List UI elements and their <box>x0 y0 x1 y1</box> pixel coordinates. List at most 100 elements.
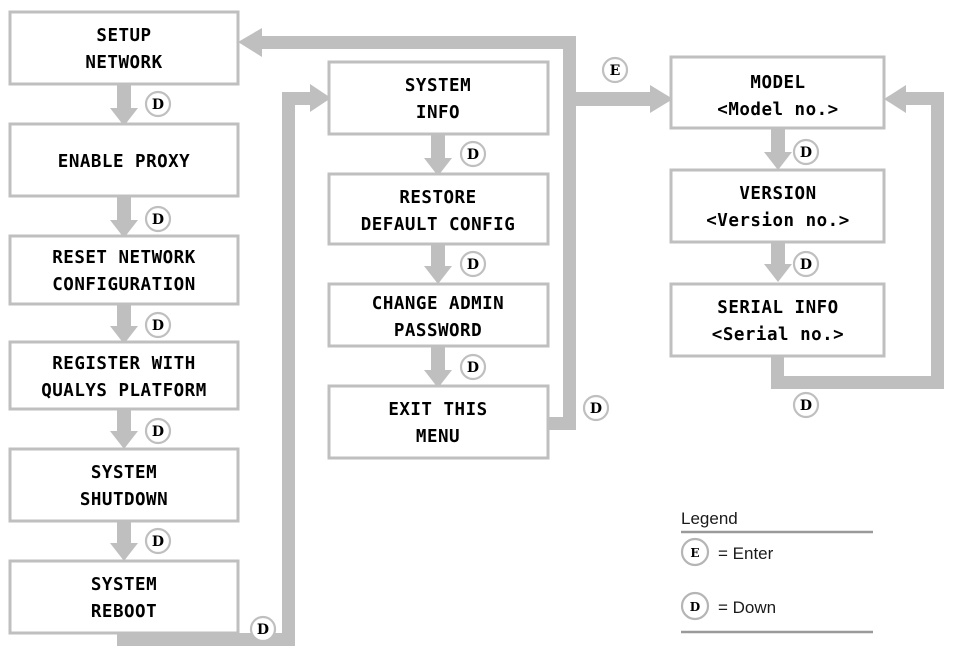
legend-down-key: D <box>690 600 700 614</box>
badge-down-mid-2: D <box>459 250 487 278</box>
box-serial-info[interactable]: SERIAL INFO <Serial no.> <box>669 282 886 358</box>
legend-enter-label: = Enter <box>718 544 774 563</box>
connector-exit-to-setup-network <box>238 28 576 430</box>
box-change-admin-password-rect[interactable] <box>327 282 550 348</box>
box-serial-info-line-1: SERIAL INFO <box>717 298 838 318</box>
connector-serial-to-model <box>771 85 944 389</box>
box-system-shutdown-rect[interactable] <box>8 447 240 523</box>
connector-change-to-exit <box>424 346 452 388</box>
box-reset-network-line-2: CONFIGURATION <box>52 275 195 295</box>
badge-enter: E <box>601 56 629 84</box>
box-system-info[interactable]: SYSTEM INFO <box>327 60 550 136</box>
box-change-admin-password[interactable]: CHANGE ADMIN PASSWORD <box>327 282 550 348</box>
box-setup-network[interactable]: SETUP NETWORK <box>8 10 240 86</box>
box-register-qualys-line-2: QUALYS PLATFORM <box>41 381 207 401</box>
box-serial-info-line-2: <Serial no.> <box>712 325 844 345</box>
box-register-with-qualys-platform[interactable]: REGISTER WITH QUALYS PLATFORM <box>8 340 240 411</box>
connector-shutdown-to-reboot <box>110 521 138 561</box>
box-reset-network-configuration[interactable]: RESET NETWORK CONFIGURATION <box>8 234 240 306</box>
badge-enter-label: E <box>610 63 621 79</box>
box-exit-this-menu[interactable]: EXIT THIS MENU <box>327 384 550 460</box>
box-version[interactable]: VERSION <Version no.> <box>669 168 886 244</box>
connector-version-to-serial <box>764 242 792 282</box>
badge-down-left-5-label: D <box>152 534 164 550</box>
connector-enter-to-model <box>563 85 673 113</box>
box-enable-proxy-line-1: ENABLE PROXY <box>58 152 190 172</box>
connector-model-to-version <box>764 128 792 170</box>
box-system-shutdown-line-1: SYSTEM <box>91 463 157 483</box>
box-enable-proxy-rect[interactable] <box>8 122 240 198</box>
badge-down-right-1: D <box>792 138 820 166</box>
box-system-shutdown[interactable]: SYSTEM SHUTDOWN <box>8 447 240 523</box>
box-model-rect[interactable] <box>669 55 886 130</box>
box-exit-this-menu-line-2: MENU <box>416 427 460 447</box>
badge-down-right-3-label: D <box>800 398 812 414</box>
box-setup-network-line-1: SETUP <box>96 26 151 46</box>
legend: Legend E = Enter D = Down <box>680 509 873 634</box>
box-register-qualys-rect[interactable] <box>8 340 240 411</box>
legend-down-badge <box>680 591 710 621</box>
box-reset-network-line-1: RESET NETWORK <box>52 248 195 268</box>
legend-enter-key: E <box>690 546 699 560</box>
badge-down-mid-1: D <box>459 140 487 168</box>
legend-enter-badge <box>680 537 710 567</box>
connector-register-to-shutdown <box>110 409 138 449</box>
box-system-info-line-1: SYSTEM <box>405 76 471 96</box>
box-setup-network-line-2: NETWORK <box>85 53 162 73</box>
box-version-line-2: <Version no.> <box>706 211 849 231</box>
legend-down-label: = Down <box>718 598 776 617</box>
badge-down-left-4: D <box>144 417 172 445</box>
box-enable-proxy[interactable]: ENABLE PROXY <box>8 122 240 198</box>
box-reset-network-configuration-rect[interactable] <box>8 234 240 306</box>
badge-down-left-1-label: D <box>152 97 164 113</box>
badge-down-mid-4-label: D <box>590 401 602 417</box>
badge-down-left-6-label: D <box>257 622 269 638</box>
box-system-reboot[interactable]: SYSTEM REBOOT <box>8 559 240 635</box>
badge-down-left-1: D <box>144 90 172 118</box>
legend-title: Legend <box>681 509 738 528</box>
connectors <box>110 28 944 646</box>
connector-reboot-to-system-info <box>117 84 331 646</box>
box-change-admin-line-2: PASSWORD <box>394 321 482 341</box>
box-restore-default-config-rect[interactable] <box>327 172 550 246</box>
box-system-info-rect[interactable] <box>327 60 550 136</box>
box-exit-this-menu-line-1: EXIT THIS <box>388 400 487 420</box>
box-version-rect[interactable] <box>669 168 886 244</box>
badge-down-right-1-label: D <box>800 145 812 161</box>
connector-reset-to-register <box>110 304 138 344</box>
badge-down-left-5: D <box>144 527 172 555</box>
box-version-line-1: VERSION <box>739 184 816 204</box>
badge-down-left-3-label: D <box>152 318 164 334</box>
badge-down-right-3: D <box>792 391 820 419</box>
badge-down-left-3: D <box>144 311 172 339</box>
box-restore-default-config[interactable]: RESTORE DEFAULT CONFIG <box>327 172 550 246</box>
legend-entry-enter: E = Enter <box>680 537 774 567</box>
connector-restore-to-change <box>424 244 452 284</box>
badge-down-left-4-label: D <box>152 424 164 440</box>
badge-down-left-2-label: D <box>152 212 164 228</box>
badge-down-mid-2-label: D <box>467 257 479 273</box>
badge-down-mid-4: D <box>582 394 610 422</box>
box-exit-this-menu-rect[interactable] <box>327 384 550 460</box>
box-setup-network-rect[interactable] <box>8 10 240 86</box>
badge-down-mid-1-label: D <box>467 147 479 163</box>
badge-down-left-6: D <box>249 615 277 643</box>
box-register-qualys-line-1: REGISTER WITH <box>52 354 195 374</box>
box-model-line-1: MODEL <box>750 73 805 93</box>
box-model[interactable]: MODEL <Model no.> <box>669 55 886 130</box>
box-restore-default-line-1: RESTORE <box>399 188 476 208</box>
box-system-reboot-rect[interactable] <box>8 559 240 635</box>
key-badge-group: D D D D D D D <box>144 56 820 643</box>
connector-setup-to-proxy <box>110 84 138 126</box>
badge-down-right-2: D <box>792 250 820 278</box>
box-model-line-2: <Model no.> <box>717 100 838 120</box>
badge-down-left-2: D <box>144 205 172 233</box>
connector-proxy-to-reset <box>110 196 138 238</box>
box-serial-info-rect[interactable] <box>669 282 886 358</box>
box-system-reboot-line-2: REBOOT <box>91 602 157 622</box>
box-system-info-line-2: INFO <box>416 103 460 123</box>
connector-sysinfo-to-restore <box>424 134 452 176</box>
legend-entry-down: D = Down <box>680 591 776 621</box>
